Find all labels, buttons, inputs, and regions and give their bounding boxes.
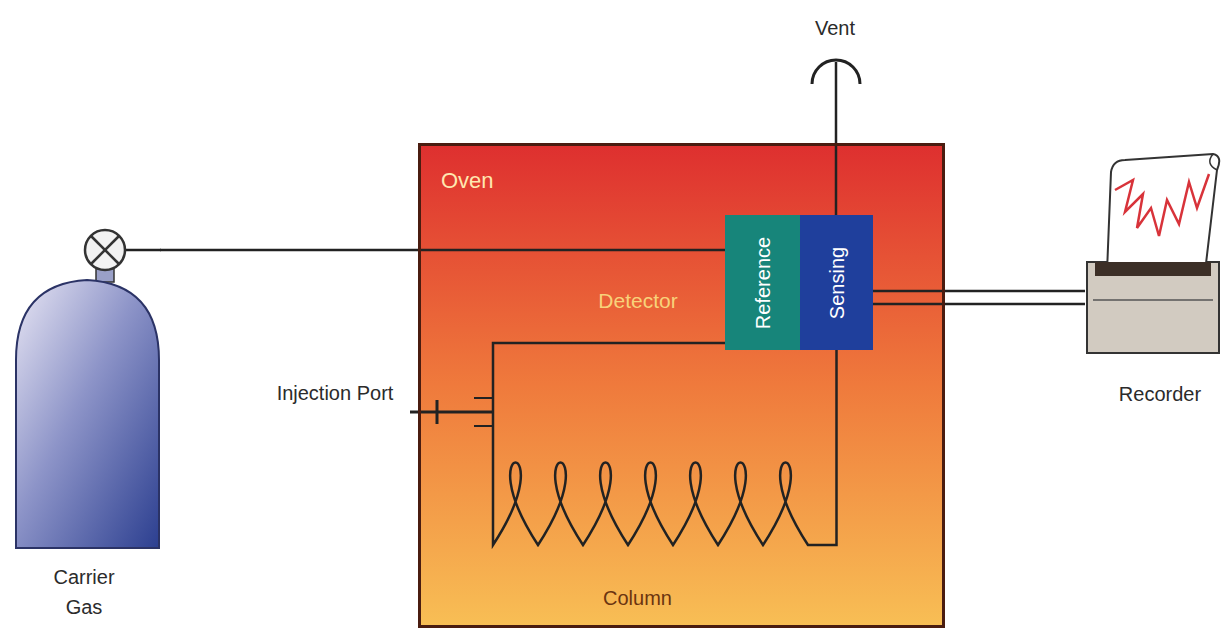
vent-pipe — [835, 62, 838, 215]
cylinder-drawing — [15, 228, 160, 548]
column-label: Column — [585, 586, 690, 610]
injection-port-label: Injection Port — [270, 378, 400, 408]
gas-line — [160, 249, 725, 252]
recorder-drawing — [1085, 150, 1225, 355]
gas-line — [493, 343, 837, 545]
sensing-cell: Sensing — [800, 215, 873, 350]
recorder-device: Recorder — [1085, 150, 1225, 355]
injection-port — [410, 398, 493, 426]
oven-box: Reference Sensing Oven — [418, 143, 945, 628]
oven-title: Oven — [441, 168, 494, 194]
vent-cap — [812, 60, 860, 84]
detector-label: Detector — [578, 288, 698, 313]
oven-fill — [418, 143, 945, 628]
cylinder-caption: Carrier Gas — [42, 562, 126, 622]
gas-cylinder: Carrier Gas — [15, 228, 160, 548]
gas-line — [873, 291, 1085, 304]
vent-label: Vent — [790, 16, 880, 40]
reference-label: Reference — [751, 236, 774, 328]
recorder-caption: Recorder — [1095, 383, 1225, 406]
reference-cell: Reference — [725, 215, 800, 350]
sensing-label: Sensing — [825, 246, 848, 318]
